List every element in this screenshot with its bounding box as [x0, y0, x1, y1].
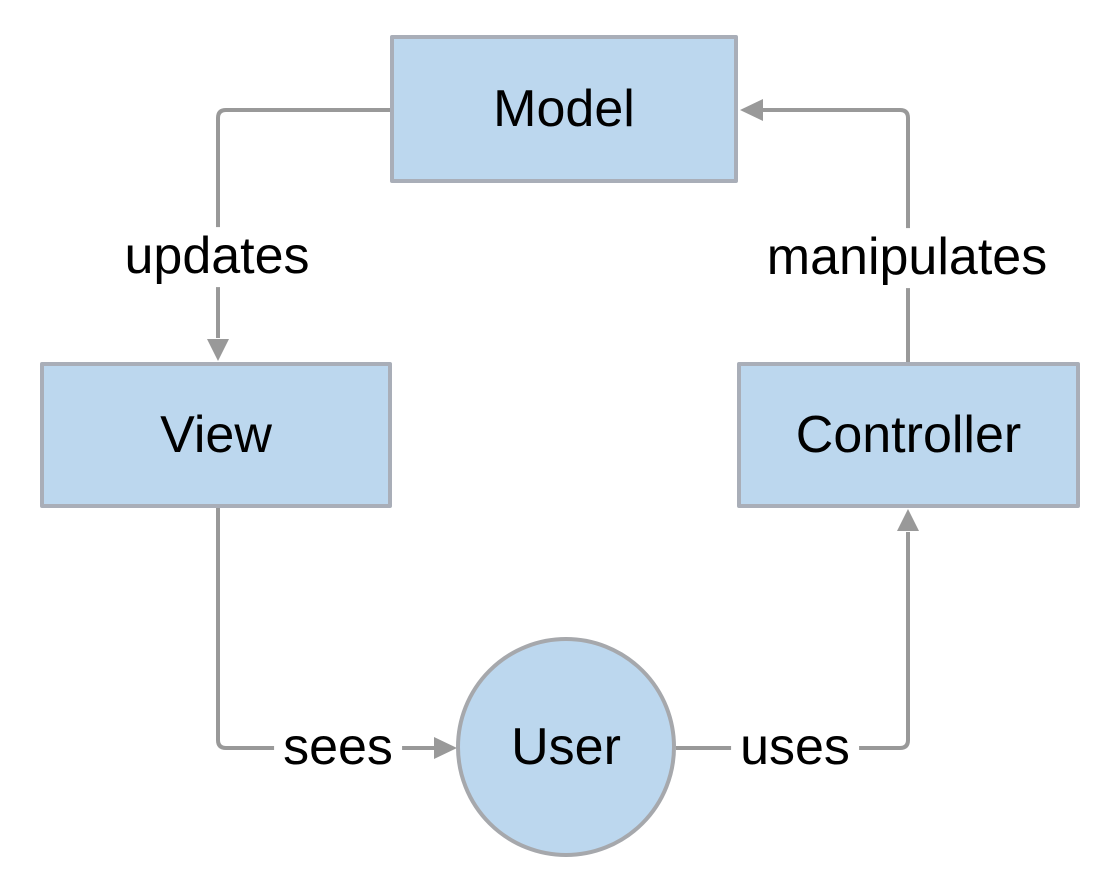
edge-manipulates-label: manipulates [757, 228, 1057, 288]
edge-updates-label: updates [115, 227, 319, 287]
node-view-label: View [160, 406, 272, 464]
node-model-label: Model [493, 80, 635, 138]
edge-uses-line [676, 532, 910, 750]
node-view: View [40, 362, 392, 508]
node-model: Model [390, 35, 738, 183]
edge-manipulates-line [762, 108, 910, 362]
edge-manipulates-arrowhead-icon [740, 99, 763, 121]
edge-updates-arrowhead-icon [207, 339, 229, 361]
node-user: User [456, 637, 676, 857]
node-controller: Controller [737, 362, 1080, 508]
edge-updates-line [216, 108, 390, 338]
edge-sees-line [216, 508, 434, 750]
edge-sees-arrowhead-icon [434, 737, 457, 759]
edge-uses-label: uses [731, 718, 859, 778]
edge-sees-label: sees [274, 718, 402, 778]
edge-uses-arrowhead-icon [897, 509, 919, 531]
node-user-label: User [511, 718, 621, 776]
node-controller-label: Controller [795, 406, 1022, 464]
